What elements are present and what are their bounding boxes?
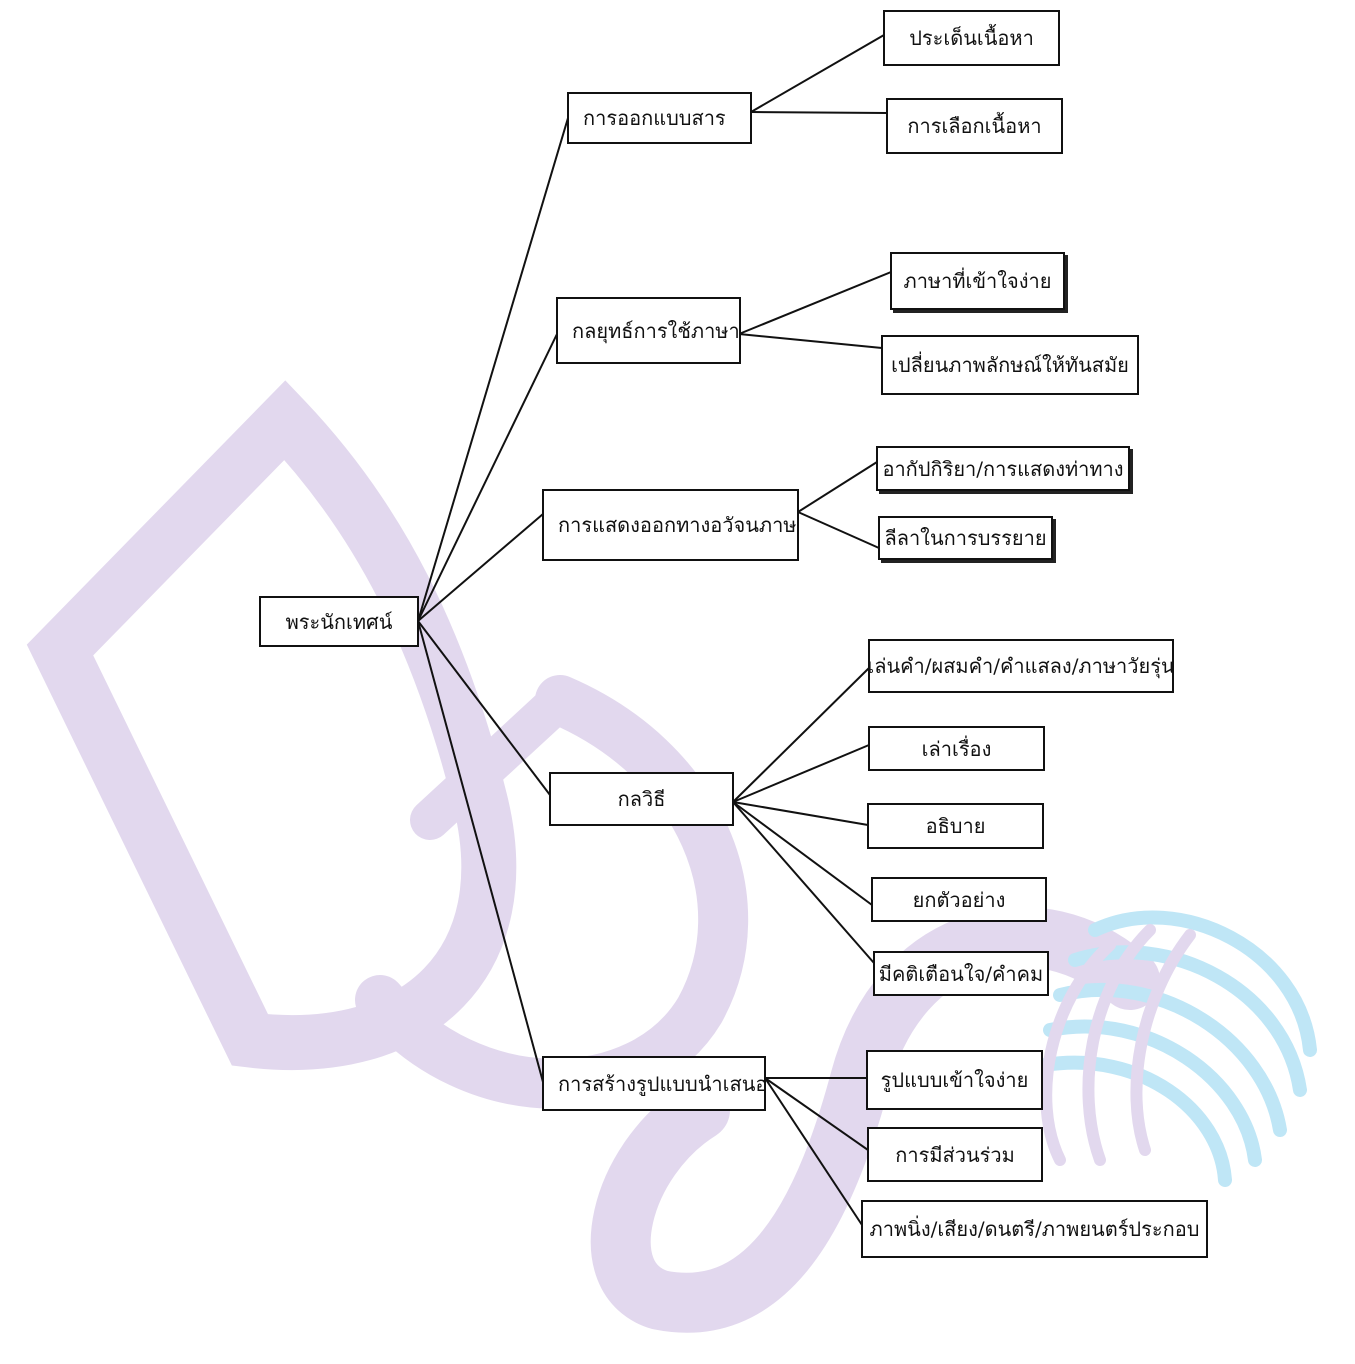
root-node-label: พระนักเทศน์ xyxy=(285,609,393,634)
leaf-node-label: รูปแบบเข้าใจง่าย xyxy=(880,1068,1029,1092)
leaf-node: เปลี่ยนภาพลักษณ์ให้ทันสมัย xyxy=(881,335,1139,395)
leaf-node: รูปแบบเข้าใจง่าย xyxy=(866,1050,1043,1110)
category-node-presentation: การสร้างรูปแบบนำเสนอ xyxy=(542,1056,766,1111)
connector-line xyxy=(417,333,558,622)
leaf-node: การมีส่วนร่วม xyxy=(867,1127,1043,1182)
leaf-node: มีคติเตือนใจ/คำคม xyxy=(873,951,1049,996)
connector-line xyxy=(738,333,883,349)
leaf-node: อธิบาย xyxy=(867,803,1044,849)
leaf-node: เล่าเรื่อง xyxy=(868,726,1045,771)
connector-line xyxy=(738,271,892,335)
category-node-label: กลวิธี xyxy=(617,787,666,811)
leaf-node: ภาษาที่เข้าใจง่าย xyxy=(890,252,1065,310)
category-node-techniques: กลวิธี xyxy=(549,772,734,826)
connector-line xyxy=(750,111,888,114)
connector-line xyxy=(764,1077,863,1226)
leaf-node: เล่นคำ/ผสมคำ/คำแสลง/ภาษาวัยรุ่น xyxy=(868,639,1174,693)
category-node-label: การสร้างรูปแบบนำเสนอ xyxy=(558,1071,766,1096)
leaf-node-label: ภาพนิ่ง/เสียง/ดนตรี/ภาพยนตร์ประกอบ xyxy=(869,1217,1200,1241)
leaf-node-label: ลีลาในการบรรยาย xyxy=(884,526,1047,550)
leaf-node-label: มีคติเตือนใจ/คำคม xyxy=(878,961,1044,986)
leaf-node: ภาพนิ่ง/เสียง/ดนตรี/ภาพยนตร์ประกอบ xyxy=(861,1200,1208,1258)
leaf-node: อากัปกิริยา/การแสดงท่าทาง xyxy=(876,446,1130,491)
connector-line xyxy=(797,461,878,513)
leaf-node-label: เล่นคำ/ผสมคำ/คำแสลง/ภาษาวัยรุ่น xyxy=(868,654,1174,678)
category-node-nonverbal: การแสดงออกทางอวัจนภาษา xyxy=(542,489,799,561)
connector-line xyxy=(732,801,873,906)
leaf-node-label: เปลี่ยนภาพลักษณ์ให้ทันสมัย xyxy=(891,353,1129,377)
leaf-node: ลีลาในการบรรยาย xyxy=(878,516,1053,560)
leaf-node-label: ประเด็นเนื้อหา xyxy=(909,26,1034,50)
connector-line xyxy=(797,511,880,549)
root-node: พระนักเทศน์ xyxy=(259,596,419,647)
category-node-label: การแสดงออกทางอวัจนภาษา xyxy=(558,513,799,537)
connector-line xyxy=(417,117,569,622)
connector-line xyxy=(750,34,885,113)
leaf-node-label: ภาษาที่เข้าใจง่าย xyxy=(903,269,1052,293)
leaf-node: ประเด็นเนื้อหา xyxy=(883,10,1060,66)
leaf-node-label: อธิบาย xyxy=(925,814,986,838)
leaf-node-label: อากัปกิริยา/การแสดงท่าทาง xyxy=(882,456,1124,481)
connector-line xyxy=(732,667,870,803)
category-node-label: กลยุทธ์การใช้ภาษา xyxy=(572,318,740,343)
leaf-node-label: ยกตัวอย่าง xyxy=(912,887,1006,912)
category-node-label: การออกแบบสาร xyxy=(583,106,726,130)
category-node-message-design: การออกแบบสาร xyxy=(567,92,752,144)
leaf-node-label: การมีส่วนร่วม xyxy=(895,1142,1015,1167)
connector-line xyxy=(417,513,544,622)
connector-line xyxy=(732,744,870,803)
connector-line xyxy=(732,801,869,826)
leaf-node: การเลือกเนื้อหา xyxy=(886,98,1063,154)
leaf-node: ยกตัวอย่าง xyxy=(871,877,1047,922)
leaf-node-label: การเลือกเนื้อหา xyxy=(907,114,1042,138)
connector-line xyxy=(732,801,875,964)
connector-line xyxy=(764,1077,869,1151)
leaf-node-label: เล่าเรื่อง xyxy=(921,736,992,761)
category-node-language-strategy: กลยุทธ์การใช้ภาษา xyxy=(556,297,741,364)
connector-line xyxy=(417,620,544,1083)
connector-line xyxy=(417,620,551,796)
